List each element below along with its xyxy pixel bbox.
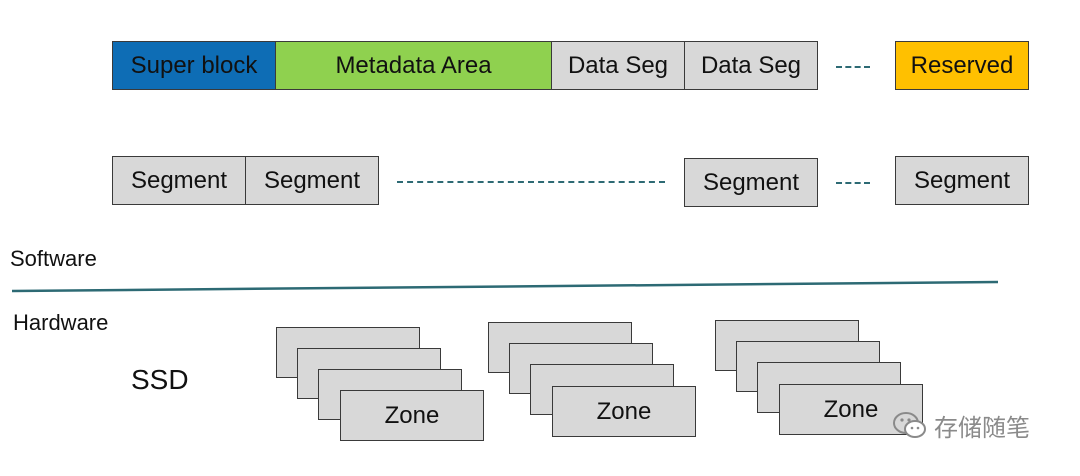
data-seg-box-1: Data Seg [551, 41, 685, 90]
hardware-label: Hardware [13, 310, 109, 335]
layout-row-dashes [836, 66, 870, 68]
data-seg-box-2: Data Seg [684, 41, 818, 90]
segment-box-4: Segment [895, 156, 1029, 205]
segment-box-3: Segment [684, 158, 818, 207]
super-block-box: Super block [112, 41, 276, 90]
watermark: 存储随笔 [892, 408, 1030, 443]
software-label: Software [10, 246, 97, 271]
segment-box-2: Segment [245, 156, 379, 205]
segment-row-short-dashes [836, 182, 870, 184]
segment-row-long-dashes [397, 181, 665, 183]
zone-stack-1-front: Zone [340, 390, 484, 441]
watermark-text: 存储随笔 [934, 414, 1030, 442]
zone-label: Zone [596, 397, 652, 425]
reserved-box: Reserved [895, 41, 1029, 90]
zone-stack-3-front: Zone [779, 384, 923, 435]
metadata-area-box: Metadata Area [275, 41, 552, 90]
segment-box-1: Segment [112, 156, 246, 205]
wechat-icon [893, 411, 926, 438]
software-hardware-divider [11, 280, 999, 293]
ssd-label: SSD [131, 364, 189, 395]
zone-label: Zone [823, 395, 879, 423]
zone-label: Zone [384, 401, 440, 429]
zone-stack-2-front: Zone [552, 386, 696, 437]
